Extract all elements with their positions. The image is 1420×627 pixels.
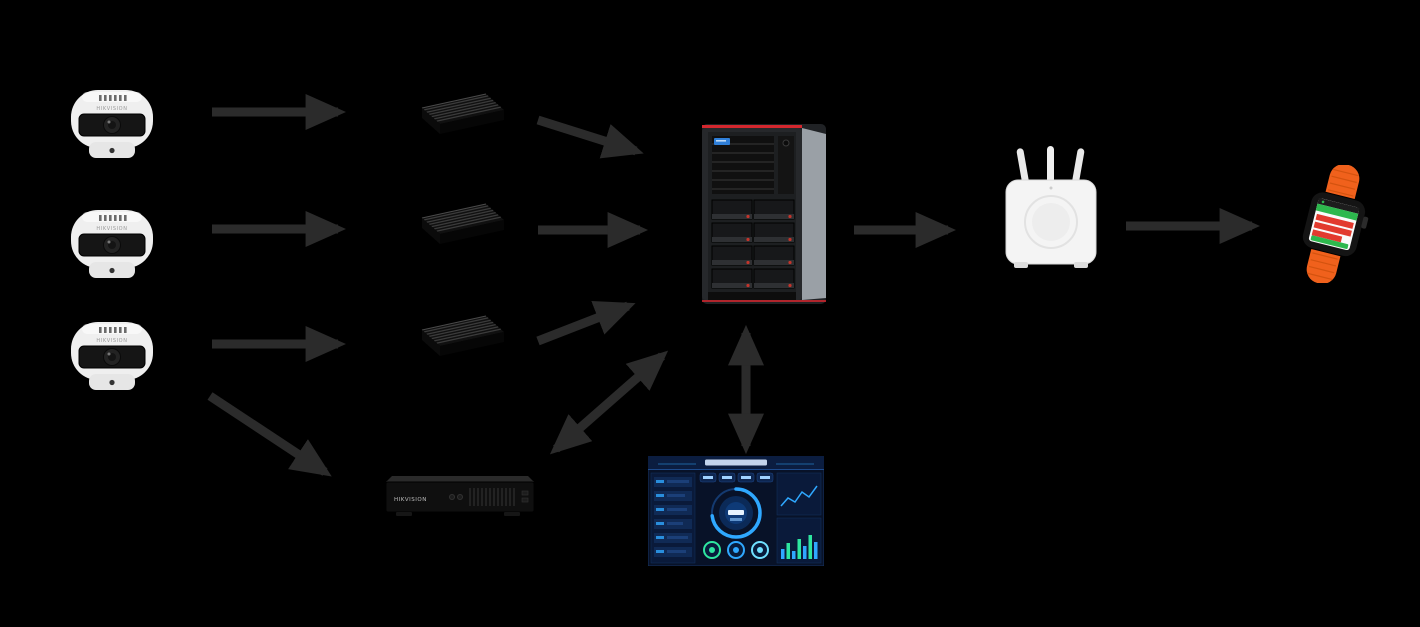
- nvr-recorder-icon: [382, 468, 534, 520]
- edge-compute-box-icon: [410, 88, 510, 150]
- edge-device-node-3: [410, 310, 510, 376]
- tower-server-icon: [688, 120, 840, 312]
- camera-node-3: [62, 308, 162, 404]
- arrow-edge-3-to-server: [536, 300, 636, 346]
- camera-node-1: [62, 76, 162, 172]
- edge-device-node-1: [410, 88, 510, 154]
- dome-camera-icon: [62, 308, 162, 400]
- arrow-edge-1-to-server: [536, 115, 644, 159]
- arrow-camera-3-to-nvr: [207, 392, 332, 477]
- dashboard-node: [648, 456, 824, 570]
- server-node: [688, 120, 840, 316]
- dome-camera-icon: [62, 196, 162, 288]
- access-point-node: [1000, 146, 1102, 282]
- smartwatch-node: [1282, 165, 1384, 287]
- dome-camera-icon: [62, 76, 162, 168]
- monitoring-dashboard-icon: [648, 456, 824, 566]
- arrow-nvr-server-bidirectional: [549, 350, 669, 455]
- edge-compute-box-icon: [410, 310, 510, 372]
- camera-node-2: [62, 196, 162, 292]
- wireless-ap-icon: [1000, 146, 1102, 278]
- edge-compute-box-icon: [410, 198, 510, 260]
- smartwatch-icon: [1282, 165, 1384, 283]
- edge-device-node-2: [410, 198, 510, 264]
- nvr-node: [382, 468, 534, 524]
